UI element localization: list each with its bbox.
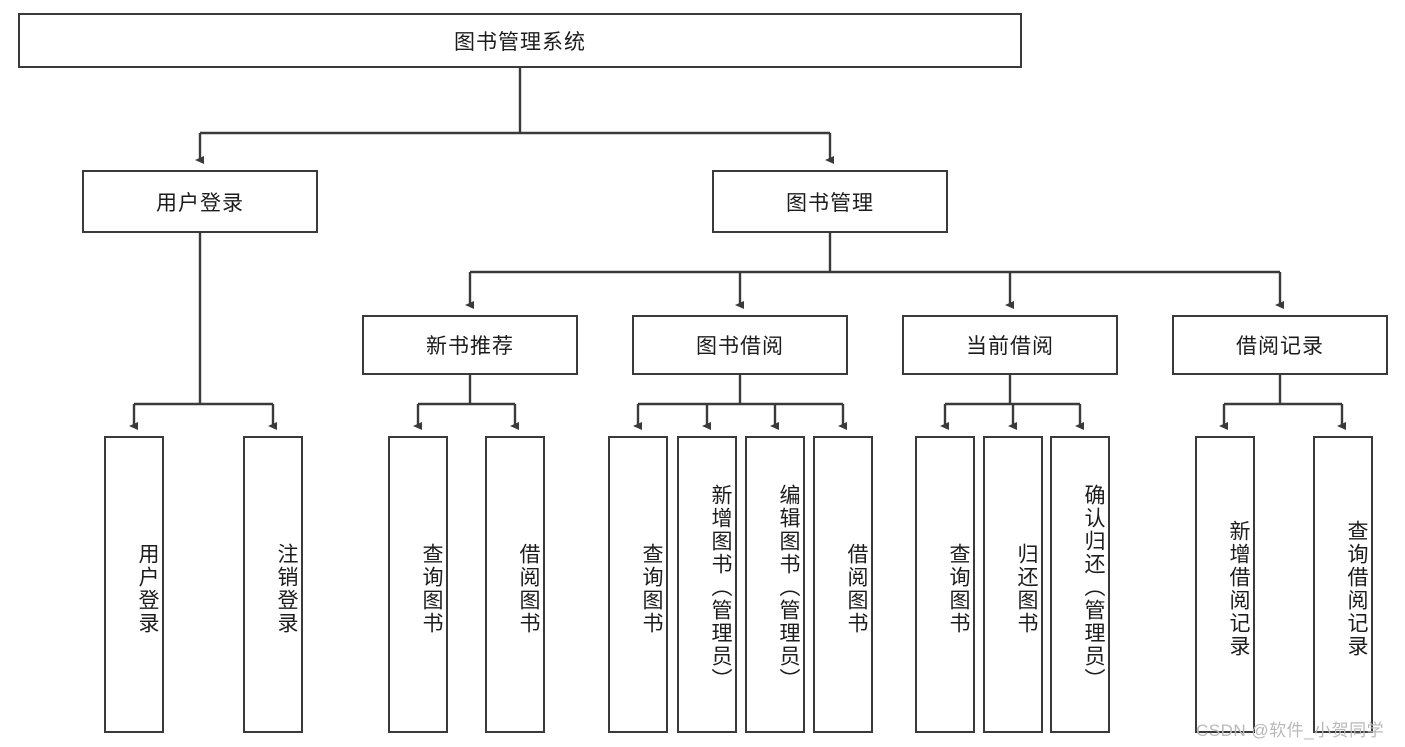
node-book-borrow[interactable]: 图书借阅 bbox=[632, 315, 848, 375]
node-book-management[interactable]: 图书管理 bbox=[712, 170, 948, 233]
leaf-borrow-book[interactable]: 借阅图书 bbox=[813, 436, 873, 733]
node-new-book-recommend[interactable]: 新书推荐 bbox=[362, 315, 578, 375]
node-current-borrow[interactable]: 当前借阅 bbox=[902, 315, 1118, 375]
leaf-add-book-admin[interactable]: 新增图书（管理员） bbox=[677, 436, 737, 733]
leaf-query-book-current[interactable]: 查询图书 bbox=[915, 436, 975, 733]
leaf-user-login[interactable]: 用户登录 bbox=[104, 436, 164, 733]
leaf-add-borrow-record[interactable]: 新增借阅记录 bbox=[1195, 436, 1255, 733]
leaf-query-borrow-record[interactable]: 查询借阅记录 bbox=[1313, 436, 1373, 733]
leaf-edit-book-admin[interactable]: 编辑图书（管理员） bbox=[745, 436, 805, 733]
leaf-query-book-borrow[interactable]: 查询图书 bbox=[608, 436, 668, 733]
leaf-query-book-new[interactable]: 查询图书 bbox=[388, 436, 448, 733]
node-root-system[interactable]: 图书管理系统 bbox=[18, 13, 1022, 68]
node-borrow-records[interactable]: 借阅记录 bbox=[1172, 315, 1388, 375]
leaf-confirm-return-admin[interactable]: 确认归还（管理员） bbox=[1050, 436, 1110, 733]
node-user-login[interactable]: 用户登录 bbox=[82, 170, 318, 233]
leaf-logout-login[interactable]: 注销登录 bbox=[243, 436, 303, 733]
leaf-return-book[interactable]: 归还图书 bbox=[983, 436, 1043, 733]
leaf-borrow-book-new[interactable]: 借阅图书 bbox=[485, 436, 545, 733]
